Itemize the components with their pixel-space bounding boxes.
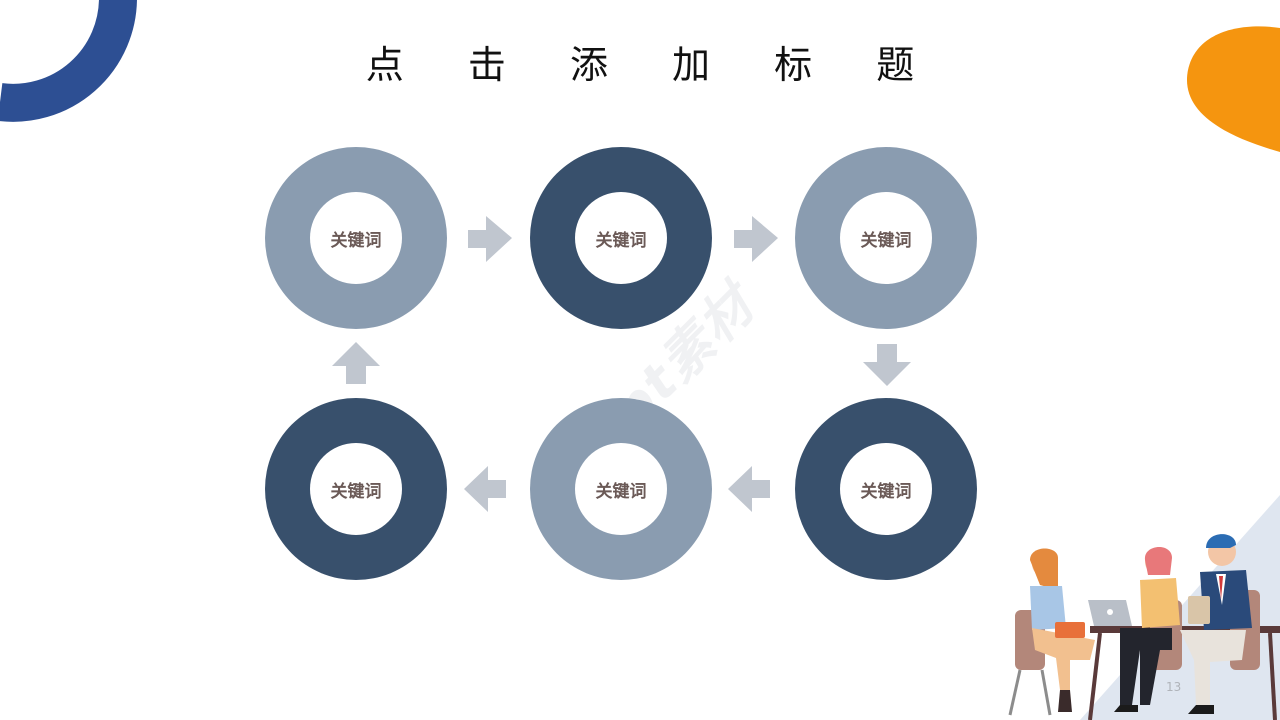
cycle-node-4-label: 关键词 xyxy=(840,443,932,535)
arrow-left-icon xyxy=(464,466,506,512)
page-title[interactable]: 点 击 添 加 标 题 xyxy=(365,43,941,87)
arrow-left-icon xyxy=(728,466,770,512)
cycle-node-5-label: 关键词 xyxy=(575,443,667,535)
cycle-node-6-label: 关键词 xyxy=(310,443,402,535)
arrow-right-icon xyxy=(734,216,778,262)
arrow-down-icon xyxy=(863,344,911,386)
blue-arc-decoration xyxy=(0,0,137,122)
cycle-node-1[interactable]: 关键词 xyxy=(265,147,447,329)
cycle-node-6[interactable]: 关键词 xyxy=(265,398,447,580)
page-number: 13 xyxy=(1166,680,1182,694)
arrow-up-icon xyxy=(332,342,380,384)
cycle-node-3-label: 关键词 xyxy=(840,192,932,284)
cycle-node-3[interactable]: 关键词 xyxy=(795,147,977,329)
cycle-node-2-label: 关键词 xyxy=(575,192,667,284)
cycle-node-2[interactable]: 关键词 xyxy=(530,147,712,329)
orange-blob-decoration xyxy=(1186,26,1280,152)
cycle-node-5[interactable]: 关键词 xyxy=(530,398,712,580)
cycle-node-4[interactable]: 关键词 xyxy=(795,398,977,580)
cycle-node-1-label: 关键词 xyxy=(310,192,402,284)
arrow-right-icon xyxy=(468,216,512,262)
